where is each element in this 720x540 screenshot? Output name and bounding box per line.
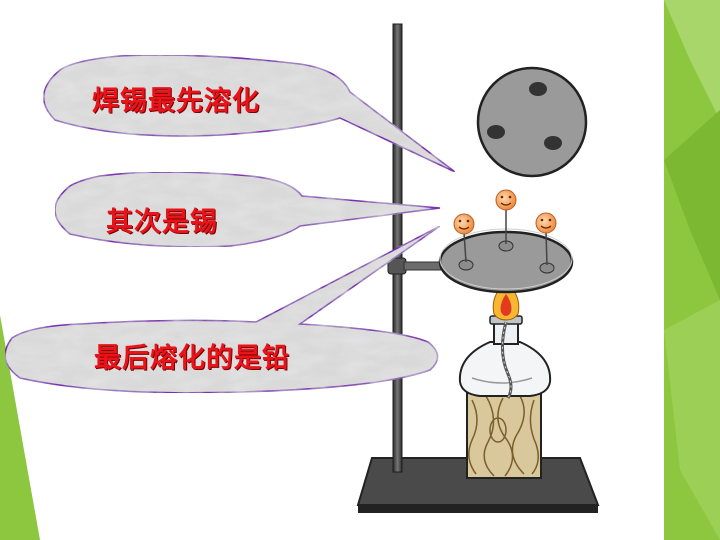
callout-label-2: 其次是锡 [106,207,218,238]
callout-bubble-3 [4,225,441,394]
matchstick-2 [495,189,517,244]
wooden-block [466,391,542,479]
top-view-disk [476,66,588,178]
callout-bubble-2 [54,171,441,248]
callout-label-3: 最后熔化的是铅 [94,343,290,374]
callout-label-1: 焊锡最先溶化 [92,86,260,117]
matchstick-3 [535,212,557,266]
green-edge-decoration [664,0,720,540]
matchstick-1 [453,213,475,263]
callout-bubble-1 [42,54,456,173]
green-corner-decoration [0,315,40,540]
alcohol-lamp [458,315,552,399]
clamp-arm [387,257,455,275]
